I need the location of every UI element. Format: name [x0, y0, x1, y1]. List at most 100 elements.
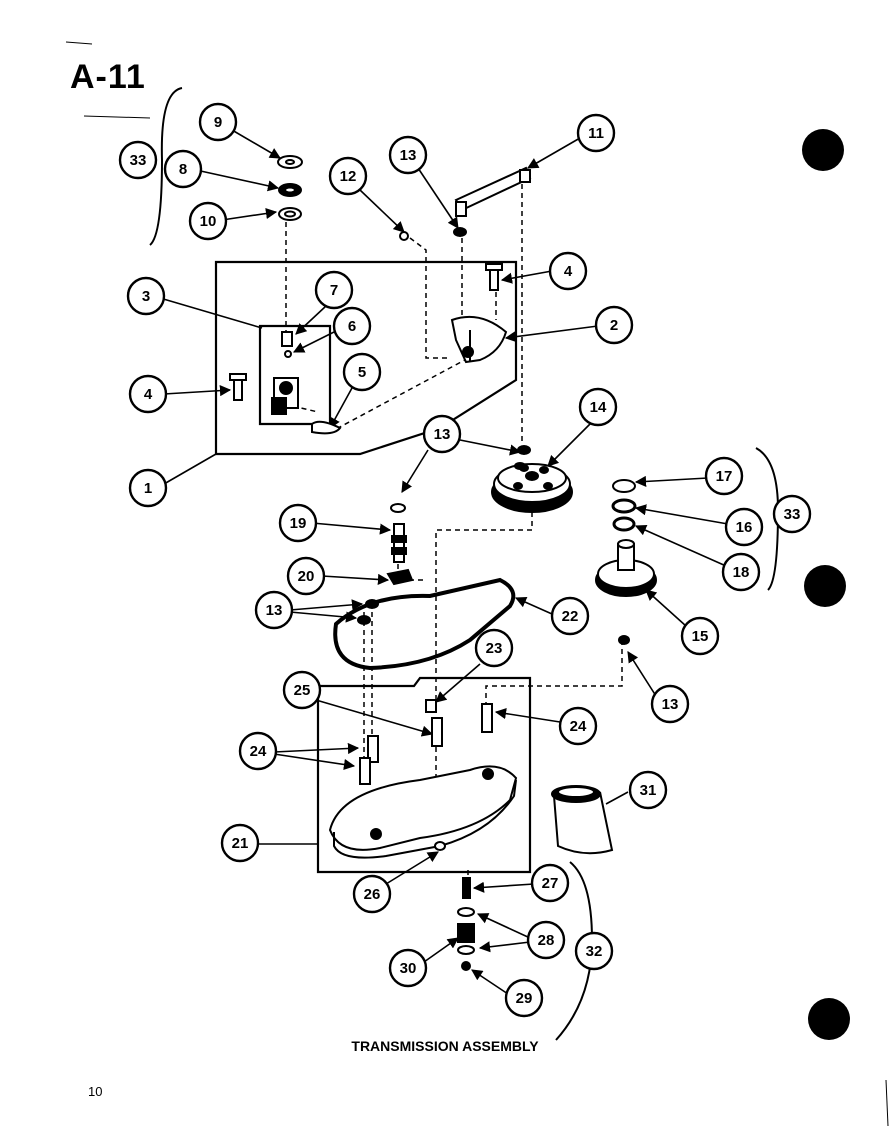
callout-6: 6	[332, 306, 372, 346]
callout-number: 33	[784, 506, 801, 523]
callout-26: 26	[352, 874, 392, 914]
callout-number: 28	[538, 932, 555, 949]
callout-circle	[128, 468, 168, 508]
callout-number: 17	[716, 468, 733, 485]
callout-circle	[650, 684, 690, 724]
callout-circle	[278, 503, 318, 543]
callout-33: 33	[772, 494, 812, 534]
callout-number: 33	[130, 152, 147, 169]
callout-circle	[332, 306, 372, 346]
callout-number: 15	[692, 628, 709, 645]
page-id: A-11	[70, 58, 146, 96]
callout-number: 24	[570, 718, 587, 735]
callout-number: 18	[733, 564, 750, 581]
dashed-assembly-lines	[283, 184, 623, 880]
callout-number: 16	[736, 519, 753, 536]
callout-33: 33	[118, 140, 158, 180]
housing-21	[328, 765, 518, 859]
callout-3: 3	[126, 276, 166, 316]
stud-24-left-b	[359, 757, 371, 785]
callout-circle	[574, 931, 614, 971]
plug-26	[434, 841, 446, 851]
washer-8	[278, 183, 302, 197]
callout-number: 9	[214, 114, 222, 131]
callout-31: 31	[628, 770, 668, 810]
callout-22: 22	[550, 596, 590, 636]
callout-10: 10	[188, 201, 228, 241]
cam-block	[271, 377, 299, 415]
callout-number: 6	[348, 318, 356, 335]
callout-13: 13	[650, 684, 690, 724]
callout-4: 4	[128, 374, 168, 414]
callout-circle	[352, 874, 392, 914]
diagram-caption: TRANSMISSION ASSEMBLY	[351, 1038, 539, 1054]
callout-circle	[680, 616, 720, 656]
callout-number: 3	[142, 288, 150, 305]
callout-number: 10	[200, 213, 217, 230]
binder-hole-top	[802, 129, 844, 171]
ring-17	[612, 479, 636, 493]
callout-circle	[220, 823, 260, 863]
callout-number: 26	[364, 886, 381, 903]
callout-circle	[628, 770, 668, 810]
washer-13-f	[618, 635, 630, 645]
part-drawings	[229, 155, 657, 971]
callout-13: 13	[254, 590, 294, 630]
callout-circle	[504, 978, 544, 1018]
binder-hole-middle	[804, 565, 846, 607]
callout-circle	[558, 706, 598, 746]
callout-circle	[724, 507, 764, 547]
callout-circle	[578, 387, 618, 427]
callout-circle	[198, 102, 238, 142]
callout-13: 13	[422, 414, 462, 454]
bushing-7	[281, 331, 293, 347]
washer-10	[278, 207, 302, 221]
callout-circle	[238, 731, 278, 771]
callout-21: 21	[220, 823, 260, 863]
washer-9	[277, 155, 303, 169]
callout-circle	[550, 596, 590, 636]
callout-25: 25	[282, 670, 322, 710]
callout-20: 20	[286, 556, 326, 596]
ring-18	[612, 516, 636, 532]
callout-30: 30	[388, 948, 428, 988]
washer-13-b	[390, 503, 406, 513]
callout-number: 11	[588, 125, 604, 142]
callout-24: 24	[238, 731, 278, 771]
ring-16	[611, 498, 637, 514]
callout-circle	[772, 494, 812, 534]
callout-circle	[388, 135, 428, 175]
callout-29: 29	[504, 978, 544, 1018]
callout-7: 7	[314, 270, 354, 310]
callout-number: 30	[400, 960, 417, 977]
scan-marks	[65, 41, 889, 1127]
pin-4-upper	[485, 263, 503, 291]
callout-number: 12	[340, 168, 357, 185]
stud-24-right	[481, 703, 493, 733]
gasket-22	[333, 577, 516, 671]
callout-number: 5	[358, 364, 366, 381]
stud-25	[431, 717, 443, 747]
pin-4-lower	[229, 373, 247, 401]
callout-number: 20	[298, 568, 315, 585]
latch-5	[311, 420, 342, 435]
callout-number: 13	[662, 696, 679, 713]
leader-lines	[159, 129, 729, 995]
callout-number: 2	[610, 317, 618, 334]
callout-circle	[342, 352, 382, 392]
callout-15: 15	[680, 616, 720, 656]
callout-13: 13	[388, 135, 428, 175]
washer-13-c	[517, 445, 531, 455]
callout-number: 24	[250, 743, 267, 760]
page-number: 10	[88, 1084, 103, 1099]
callout-number: 8	[179, 161, 187, 178]
callout-circle	[118, 140, 158, 180]
callout-circle	[474, 628, 514, 668]
callout-27: 27	[530, 863, 570, 903]
washer-28-b	[457, 945, 475, 955]
binder-hole-bottom	[808, 998, 850, 1040]
callout-number: 32	[586, 943, 603, 960]
callout-number: 22	[562, 608, 579, 625]
callout-circle	[704, 456, 744, 496]
gear-15	[595, 539, 657, 597]
